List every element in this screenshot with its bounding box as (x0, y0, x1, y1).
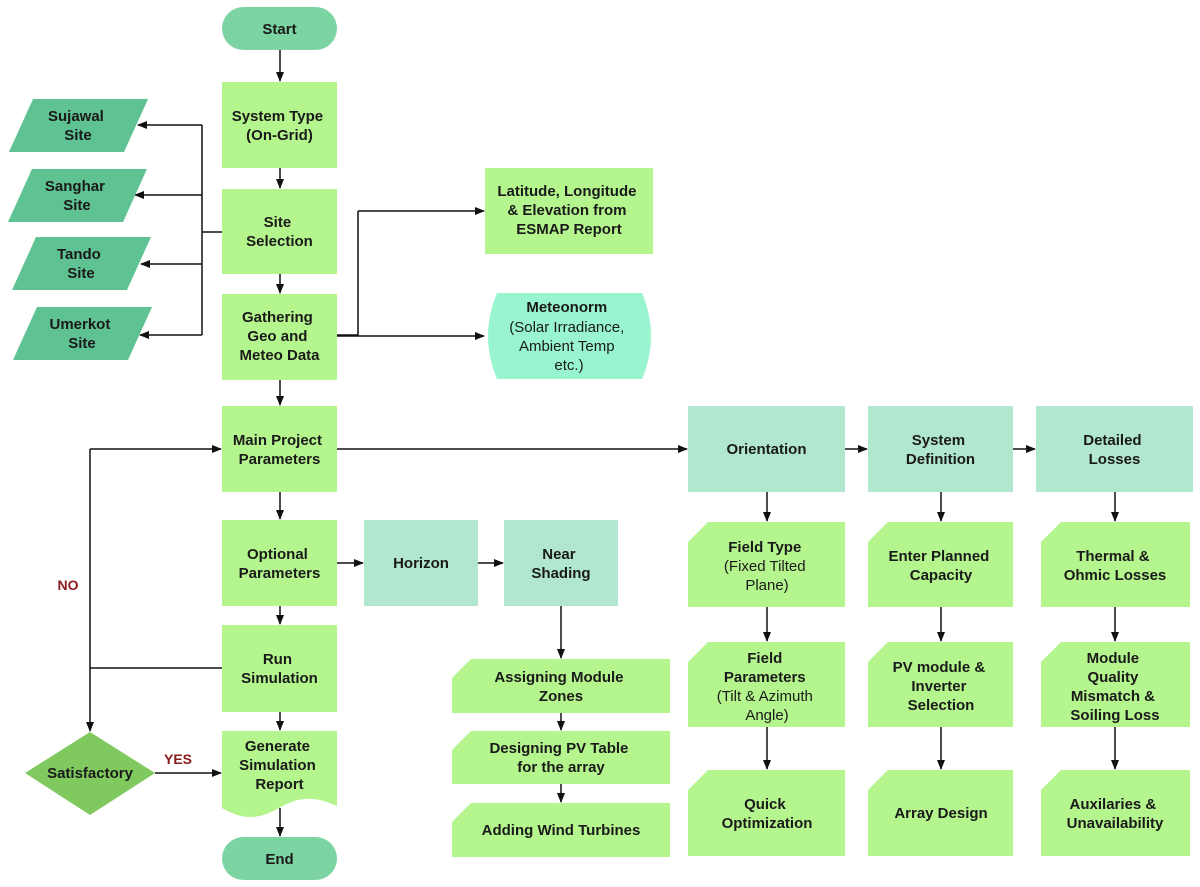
design-table-box: Designing PV Table for the array (452, 731, 670, 784)
site-selection-box: Site Selection (222, 189, 337, 274)
array-design-label: Array Design (894, 805, 987, 822)
wind-box: Adding Wind Turbines (452, 803, 670, 857)
end-label: End (265, 851, 293, 868)
planned-capacity-box: Enter Planned Capacity (868, 522, 1013, 607)
site-umerkot-label: Umerkot Site (49, 316, 114, 352)
system-definition-label: System Definition (906, 432, 975, 468)
site-sujawal-label: Sujawal Site (48, 108, 108, 144)
main-parameters-box: Main Project Parameters (222, 406, 337, 492)
site-tando-label: Tando Site (57, 246, 105, 282)
gathering-data-label: Gathering Geo and Meteo Data (239, 309, 320, 364)
connectors (86, 50, 1119, 837)
latlong-label: Latitude, Longitude & Elevation from ESM… (497, 183, 640, 238)
field-params-box: Field Parameters (Tilt & Azimuth Angle) (688, 642, 845, 727)
field-type-label: Field Type (Fixed Tilted Plane) (724, 539, 810, 594)
optional-parameters-label: Optional Parameters (239, 546, 321, 582)
site-sujawal: Sujawal Site (9, 99, 148, 152)
site-umerkot: Umerkot Site (13, 307, 152, 360)
end-terminal: End (222, 837, 337, 880)
quick-optimization-label: Quick Optimization (722, 796, 813, 832)
site-sanghar: Sanghar Site (8, 169, 147, 222)
system-definition-box: System Definition (868, 406, 1013, 492)
gathering-data-box: Gathering Geo and Meteo Data (222, 294, 337, 380)
module-quality-box: Module Quality Mismatch & Soiling Loss (1041, 642, 1190, 727)
site-tando: Tando Site (12, 237, 151, 290)
satisfactory-label: Satisfactory (47, 765, 134, 782)
start-label: Start (262, 21, 296, 38)
thermal-losses-label: Thermal & Ohmic Losses (1064, 548, 1167, 584)
field-type-box: Field Type (Fixed Tilted Plane) (688, 522, 845, 607)
wind-label: Adding Wind Turbines (482, 822, 641, 839)
report-label: Generate Simulation Report (239, 738, 320, 793)
horizon-label: Horizon (393, 555, 449, 572)
array-design-box: Array Design (868, 770, 1013, 856)
meteonorm-storage: Meteonorm (Solar Irradiance, Ambient Tem… (488, 293, 651, 379)
horizon-box: Horizon (364, 520, 478, 606)
orientation-label: Orientation (726, 441, 806, 458)
run-simulation-box: Run Simulation (222, 625, 337, 712)
near-shading-box: Near Shading (504, 520, 618, 606)
detailed-losses-label: Detailed Losses (1083, 432, 1146, 468)
auxiliaries-label: Auxilaries & Unavailability (1067, 796, 1164, 832)
optional-parameters-box: Optional Parameters (222, 520, 337, 606)
report-document: Generate Simulation Report (222, 731, 337, 817)
yes-label: YES (164, 751, 192, 767)
start-terminal: Start (222, 7, 337, 50)
thermal-losses-box: Thermal & Ohmic Losses (1041, 522, 1190, 607)
meteonorm-label: Meteonorm (Solar Irradiance, Ambient Tem… (509, 299, 629, 374)
field-params-label: Field Parameters (Tilt & Azimuth Angle) (717, 650, 818, 724)
run-simulation-label: Run Simulation (241, 651, 318, 687)
near-shading-label: Near Shading (531, 546, 590, 582)
main-parameters-label: Main Project Parameters (233, 432, 326, 468)
pv-inverter-box: PV module & Inverter Selection (868, 642, 1013, 727)
satisfactory-decision: Satisfactory (25, 732, 155, 815)
pv-inverter-label: PV module & Inverter Selection (893, 659, 990, 714)
site-sanghar-label: Sanghar Site (45, 178, 109, 214)
assign-zones-label: Assigning Module Zones (494, 669, 627, 705)
module-quality-label: Module Quality Mismatch & Soiling Loss (1070, 650, 1159, 724)
auxiliaries-box: Auxilaries & Unavailability (1041, 770, 1190, 856)
orientation-box: Orientation (688, 406, 845, 492)
design-table-label: Designing PV Table for the array (489, 740, 632, 776)
no-label: NO (58, 577, 79, 593)
system-type-box: System Type (On-Grid) (222, 82, 337, 168)
quick-optimization-box: Quick Optimization (688, 770, 845, 856)
assign-zones-box: Assigning Module Zones (452, 659, 670, 713)
site-selection-label: Site Selection (246, 214, 313, 250)
detailed-losses-box: Detailed Losses (1036, 406, 1193, 492)
system-type-label: System Type (On-Grid) (232, 108, 328, 144)
latlong-box: Latitude, Longitude & Elevation from ESM… (485, 168, 653, 254)
planned-capacity-label: Enter Planned Capacity (888, 548, 993, 584)
